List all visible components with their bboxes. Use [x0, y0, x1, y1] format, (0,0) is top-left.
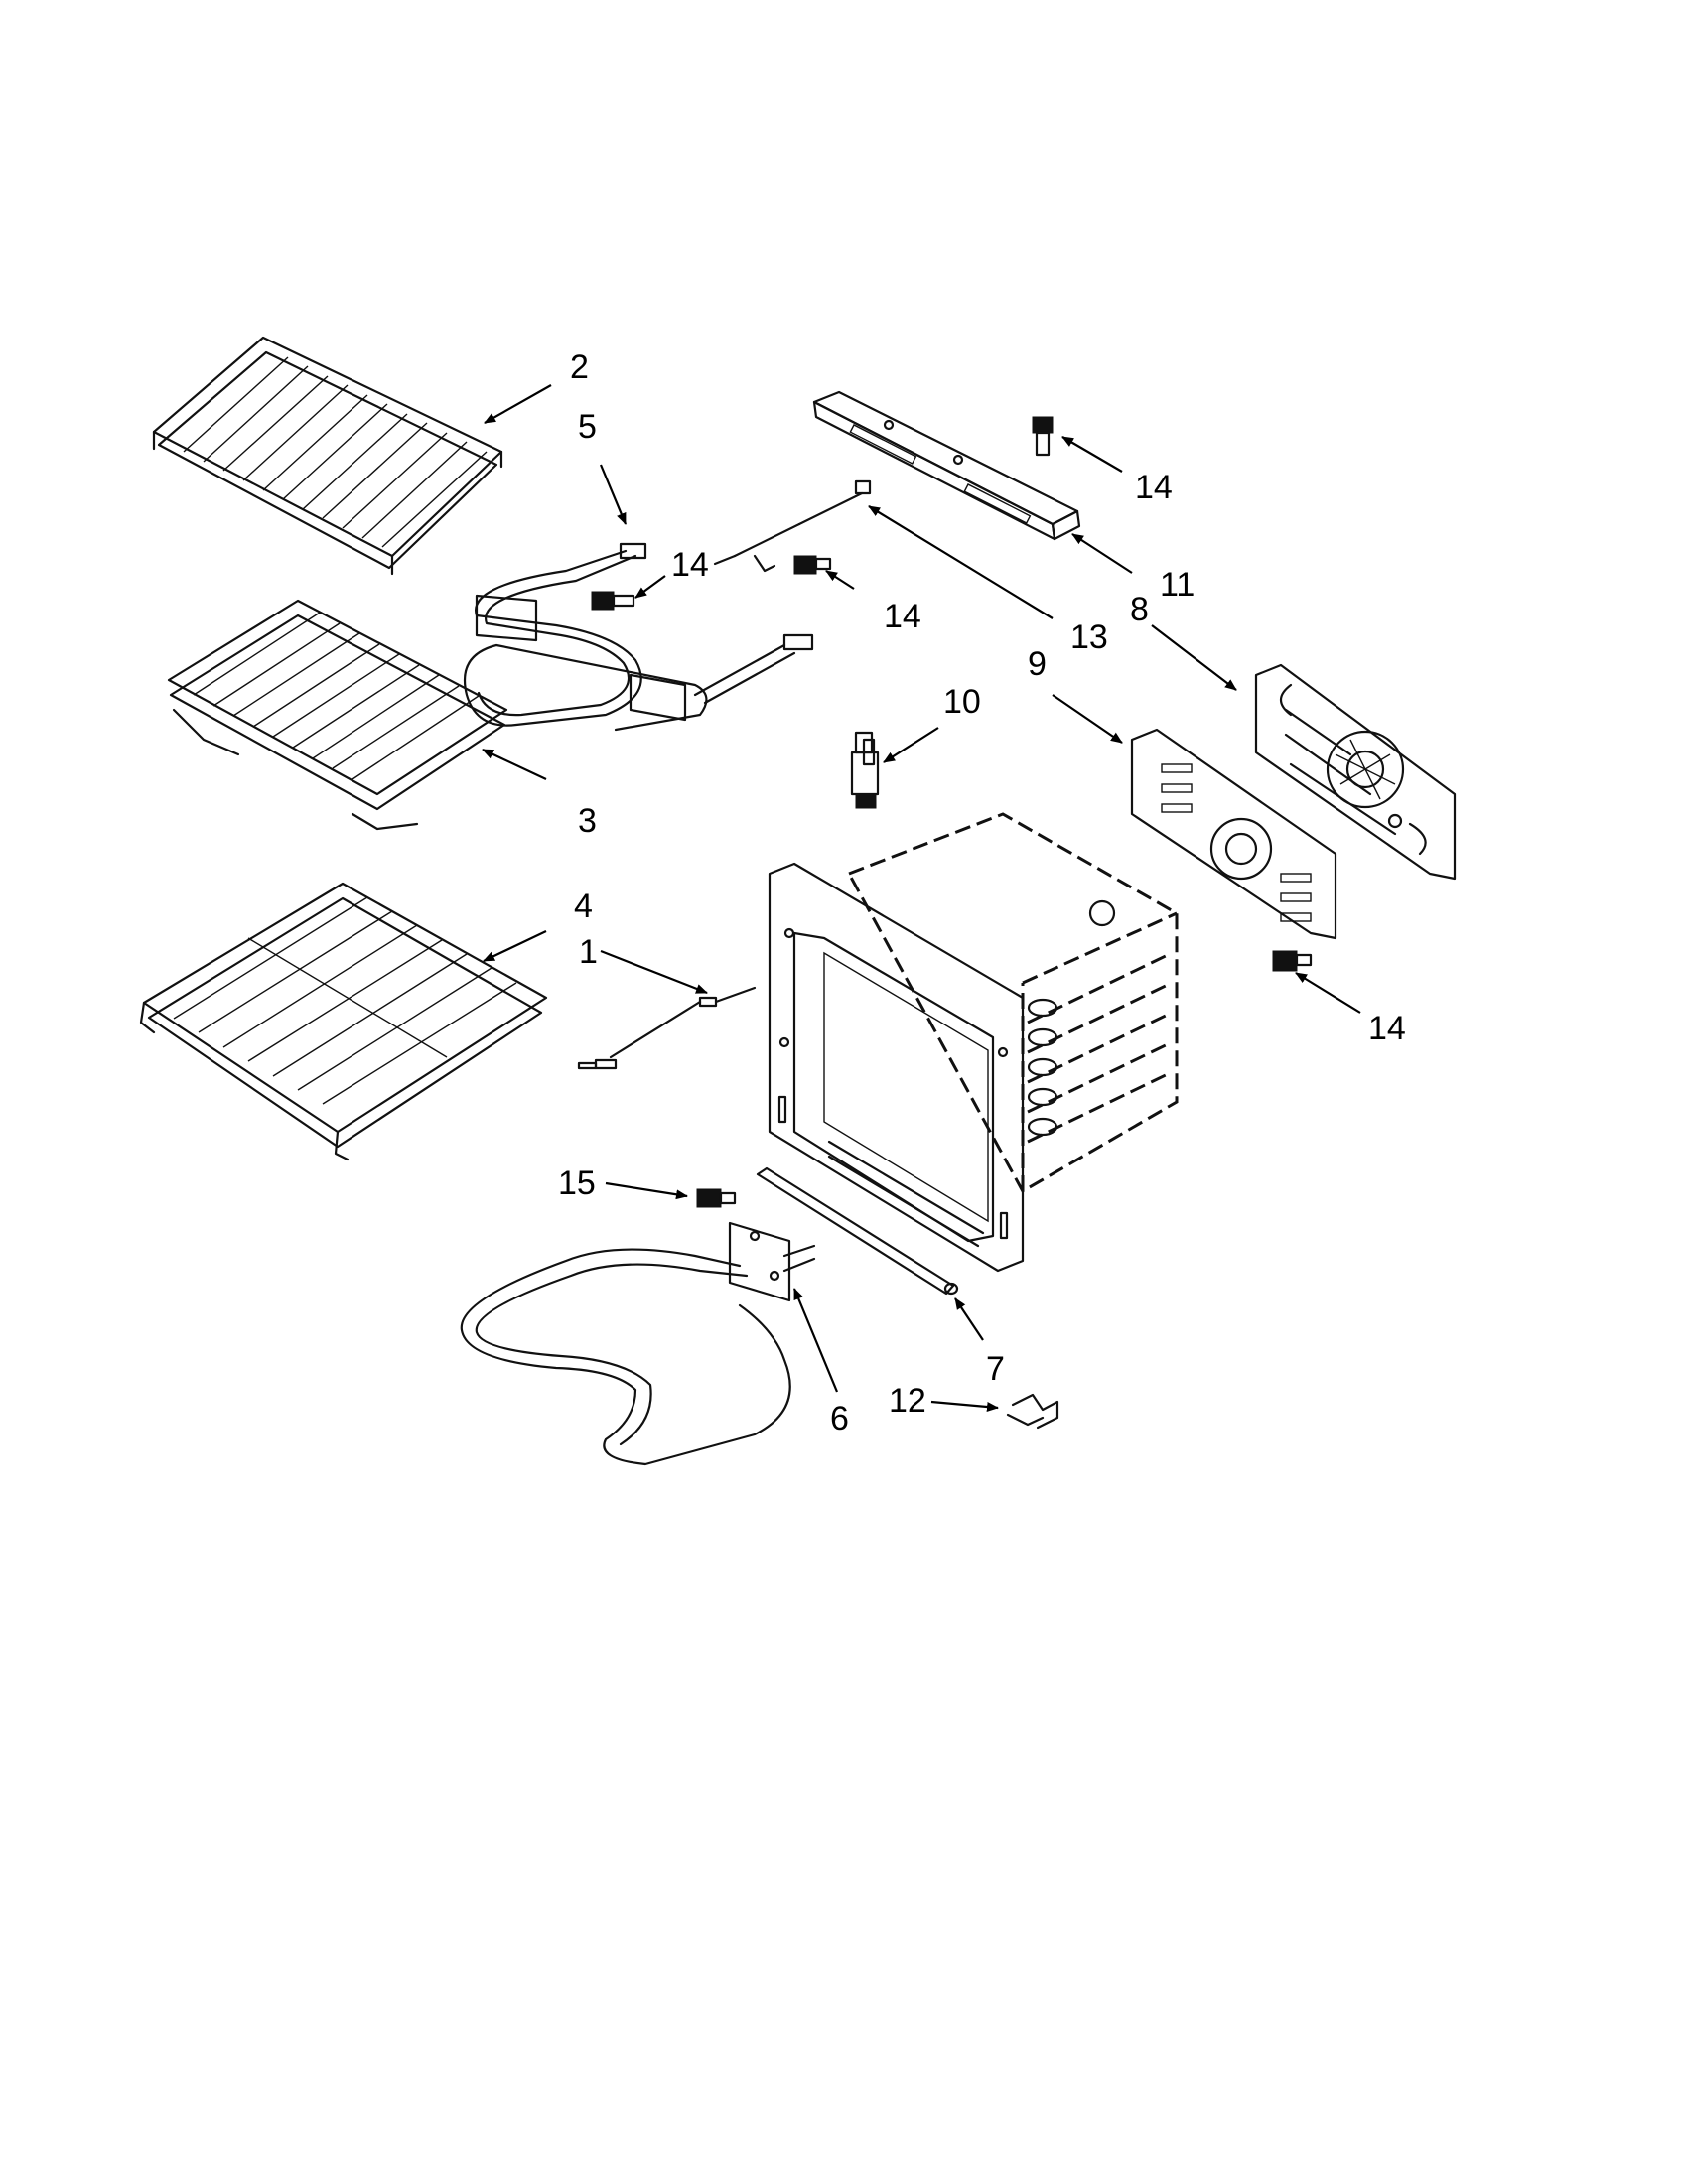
- callout-14d: 14: [1368, 1010, 1406, 1047]
- callout-leaders: [482, 384, 1361, 1412]
- top-bracket: [812, 390, 1081, 541]
- callout-4: 4: [574, 887, 593, 925]
- screw-cover: [1272, 950, 1313, 972]
- callout-14b: 14: [884, 598, 921, 635]
- oven-rack-middle: [167, 599, 508, 831]
- callout-2: 2: [570, 348, 589, 386]
- convection-element-plate: [1254, 663, 1457, 881]
- leader-3: [482, 749, 547, 780]
- leader-10: [883, 727, 939, 763]
- callout-labels: 2 5 14 14 13 14 11 8 9 10 3 4 1 14 15 6 …: [558, 348, 1406, 1437]
- screw-bake-element: [696, 1188, 737, 1208]
- callout-15: 15: [558, 1164, 596, 1202]
- leader-13: [868, 505, 1054, 619]
- bake-element: [460, 1221, 816, 1466]
- meat-probe: [577, 986, 757, 1070]
- leader-5: [599, 464, 628, 525]
- leader-11: [1071, 533, 1133, 574]
- callout-7: 7: [986, 1350, 1005, 1388]
- leader-8: [1151, 624, 1237, 691]
- callout-14a: 14: [671, 546, 709, 584]
- callout-11: 11: [1160, 566, 1195, 604]
- callout-10: 10: [943, 683, 981, 721]
- leader-4: [483, 930, 547, 962]
- callout-6: 6: [830, 1400, 849, 1437]
- oven-rack-upper: [152, 336, 503, 576]
- callout-1: 1: [579, 933, 598, 971]
- callout-3: 3: [578, 802, 597, 840]
- callout-12: 12: [889, 1382, 926, 1420]
- leader-14b: [825, 570, 855, 590]
- callout-8: 8: [1130, 591, 1149, 628]
- leader-14c: [1061, 436, 1123, 473]
- callout-9: 9: [1028, 645, 1047, 683]
- leader-1: [600, 949, 708, 995]
- leader-2: [484, 384, 552, 424]
- convection-cover-plate: [1130, 728, 1337, 940]
- callout-5: 5: [578, 408, 597, 446]
- screw-upper-mid: [793, 555, 832, 575]
- leader-15: [605, 1181, 688, 1200]
- leader-7: [954, 1297, 984, 1341]
- screw-bracket: [1032, 416, 1054, 457]
- oven-cavity: [768, 812, 1179, 1273]
- oven-rack-lower: [139, 882, 548, 1161]
- screw-upper-left: [591, 591, 635, 611]
- leader-9: [1052, 694, 1123, 744]
- leader-14d: [1295, 972, 1361, 1014]
- drain-tube: [756, 1166, 959, 1296]
- callout-14c: 14: [1135, 469, 1173, 506]
- broil-element: [463, 542, 814, 732]
- oven-temperature-sensor: [713, 479, 872, 573]
- mounting-clip: [1006, 1393, 1059, 1430]
- leader-6: [792, 1288, 839, 1393]
- callout-13: 13: [1070, 618, 1108, 656]
- leader-12: [930, 1400, 999, 1412]
- thermal-limit-switch: [850, 731, 880, 809]
- leader-14a: [634, 575, 666, 599]
